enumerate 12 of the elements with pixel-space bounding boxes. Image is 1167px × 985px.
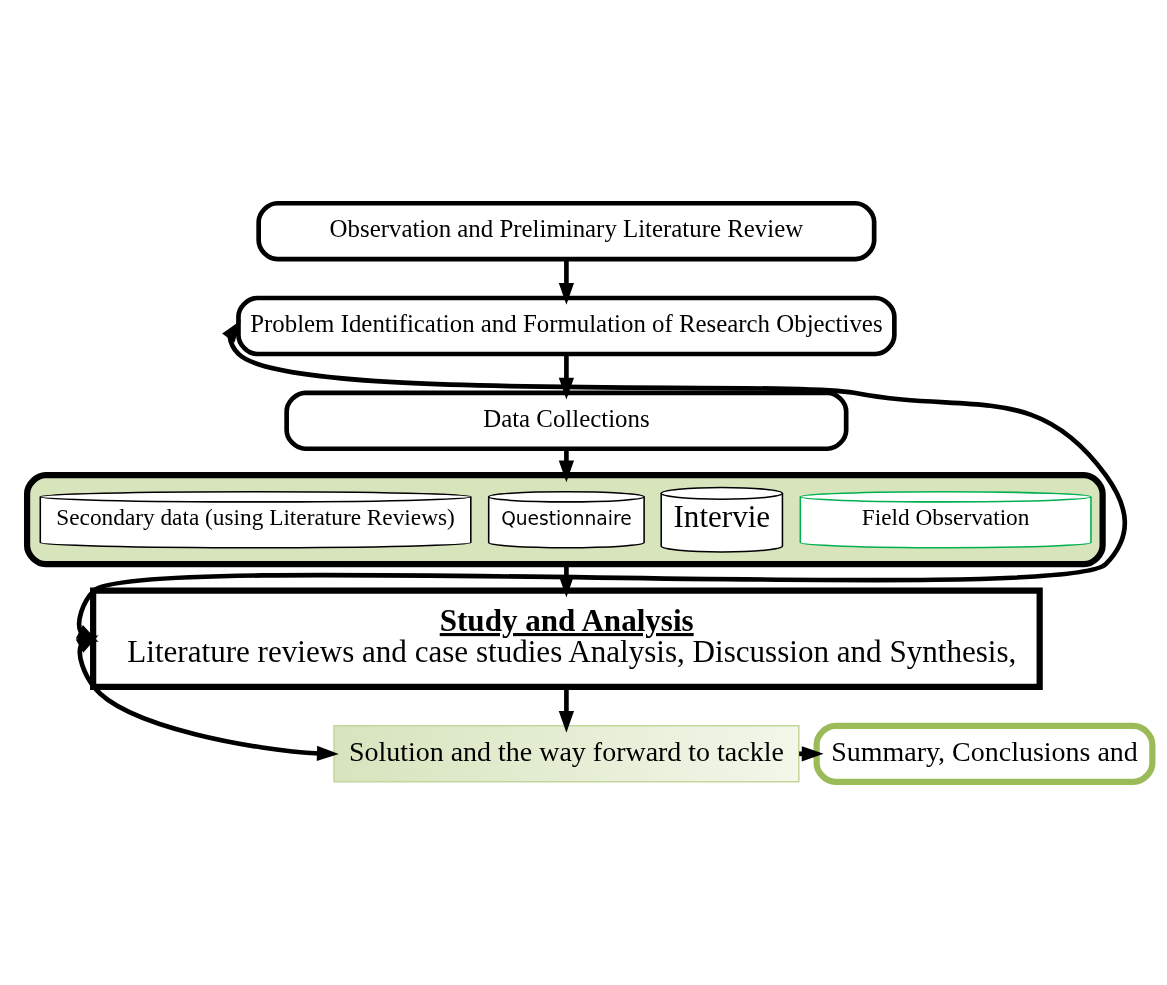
node-box: Summary, Conclusions and	[813, 722, 1156, 785]
arrow	[75, 320, 1127, 643]
node-box: Problem Identification and Formulation of Research Objectives	[236, 295, 897, 357]
cluster	[23, 472, 1106, 568]
arrow	[558, 259, 575, 305]
node-box: Study and Analysis Literature reviews and case studies Analysis, Discussion and Synthesis,	[90, 587, 1043, 691]
arrow	[75, 635, 339, 762]
node-box: Observation and Preliminary Literature Review	[256, 200, 877, 262]
node-box: Data Collections	[284, 390, 849, 452]
arrow	[558, 687, 575, 733]
arrow	[558, 354, 575, 400]
node-box: Solution and the way forward to tackle	[333, 725, 800, 783]
